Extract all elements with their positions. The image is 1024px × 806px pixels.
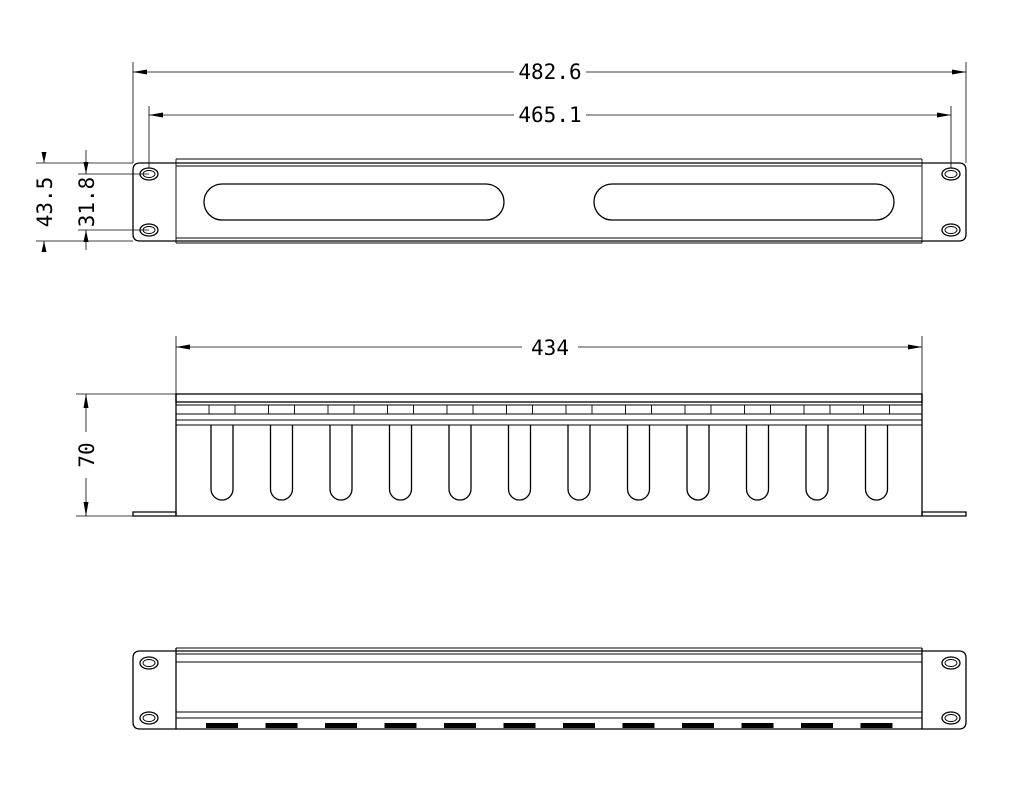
cable-slot	[567, 425, 591, 501]
cable-slot	[864, 425, 889, 501]
front-view	[132, 158, 967, 244]
dimension-label: 43.5	[33, 177, 57, 228]
mounting-hole	[944, 659, 958, 667]
rear-view	[132, 647, 967, 730]
rear-mounting-holes	[139, 656, 961, 725]
finger-tip	[741, 723, 774, 728]
finger-tip	[682, 723, 714, 728]
dimension-panel-height: 43.5	[33, 152, 133, 252]
mounting-hole	[941, 223, 961, 237]
dimension-label: 70	[75, 442, 99, 467]
finger-tab	[327, 404, 355, 415]
mounting-hole	[941, 711, 961, 725]
finger-tip	[206, 723, 238, 728]
cable-fingers	[208, 404, 890, 501]
dimension-label: 31.8	[75, 177, 99, 228]
mounting-hole	[142, 714, 156, 722]
cable-slot	[388, 425, 413, 501]
cable-slot	[745, 425, 770, 501]
mounting-hole	[139, 711, 159, 725]
cable-slot	[329, 425, 353, 501]
dimension-label: 482.6	[518, 60, 581, 84]
top-view	[132, 393, 967, 517]
dimension-label: 465.1	[518, 103, 581, 127]
finger-tip	[860, 723, 893, 728]
finger-tip	[444, 723, 476, 728]
finger-tip	[801, 723, 833, 728]
dimension-label: 434	[531, 336, 569, 360]
cable-slot-left	[203, 183, 505, 221]
dimension-depth: 70	[75, 393, 176, 517]
finger-tip	[384, 723, 417, 728]
cable-slot	[448, 425, 472, 501]
mounting-hole	[944, 714, 958, 722]
finger-tip	[563, 723, 595, 728]
dimension-hole-vertical-spacing: 31.8	[75, 150, 149, 250]
finger-tab	[744, 404, 771, 415]
finger-tab	[565, 404, 593, 415]
rear-panel-outline	[132, 650, 967, 730]
finger-tab	[446, 404, 474, 415]
dimension-body-width: 434	[175, 336, 923, 394]
cable-slot-right	[593, 183, 895, 221]
finger-tip	[503, 723, 536, 728]
cable-slot	[507, 425, 532, 501]
finger-tab	[208, 404, 236, 415]
mounting-hole	[941, 656, 961, 670]
finger-tab	[863, 404, 890, 415]
mounting-hole	[944, 226, 958, 234]
dimension-hole-spacing: 465.1	[148, 103, 952, 168]
cable-slot	[269, 425, 294, 501]
finger-tab	[387, 404, 414, 415]
mounting-hole	[944, 170, 958, 178]
cable-slot	[210, 425, 234, 501]
top-rail	[175, 393, 923, 403]
finger-tip	[325, 723, 357, 728]
finger-tab	[625, 404, 652, 415]
base-plate	[132, 511, 967, 517]
finger-tab	[803, 404, 831, 415]
finger-tab	[268, 404, 295, 415]
finger-tip	[265, 723, 298, 728]
cable-slot	[686, 425, 710, 501]
finger-tab	[684, 404, 712, 415]
finger-tab	[506, 404, 533, 415]
mounting-hole	[139, 656, 159, 670]
cable-slot	[805, 425, 829, 501]
finger-tip	[622, 723, 655, 728]
rear-finger-tips	[206, 723, 893, 728]
front-panel-outline	[132, 162, 967, 242]
mounting-hole	[142, 659, 156, 667]
cable-slot	[626, 425, 651, 501]
front-mounting-holes	[139, 167, 961, 237]
dimension-overall-width: 482.6	[132, 60, 967, 163]
